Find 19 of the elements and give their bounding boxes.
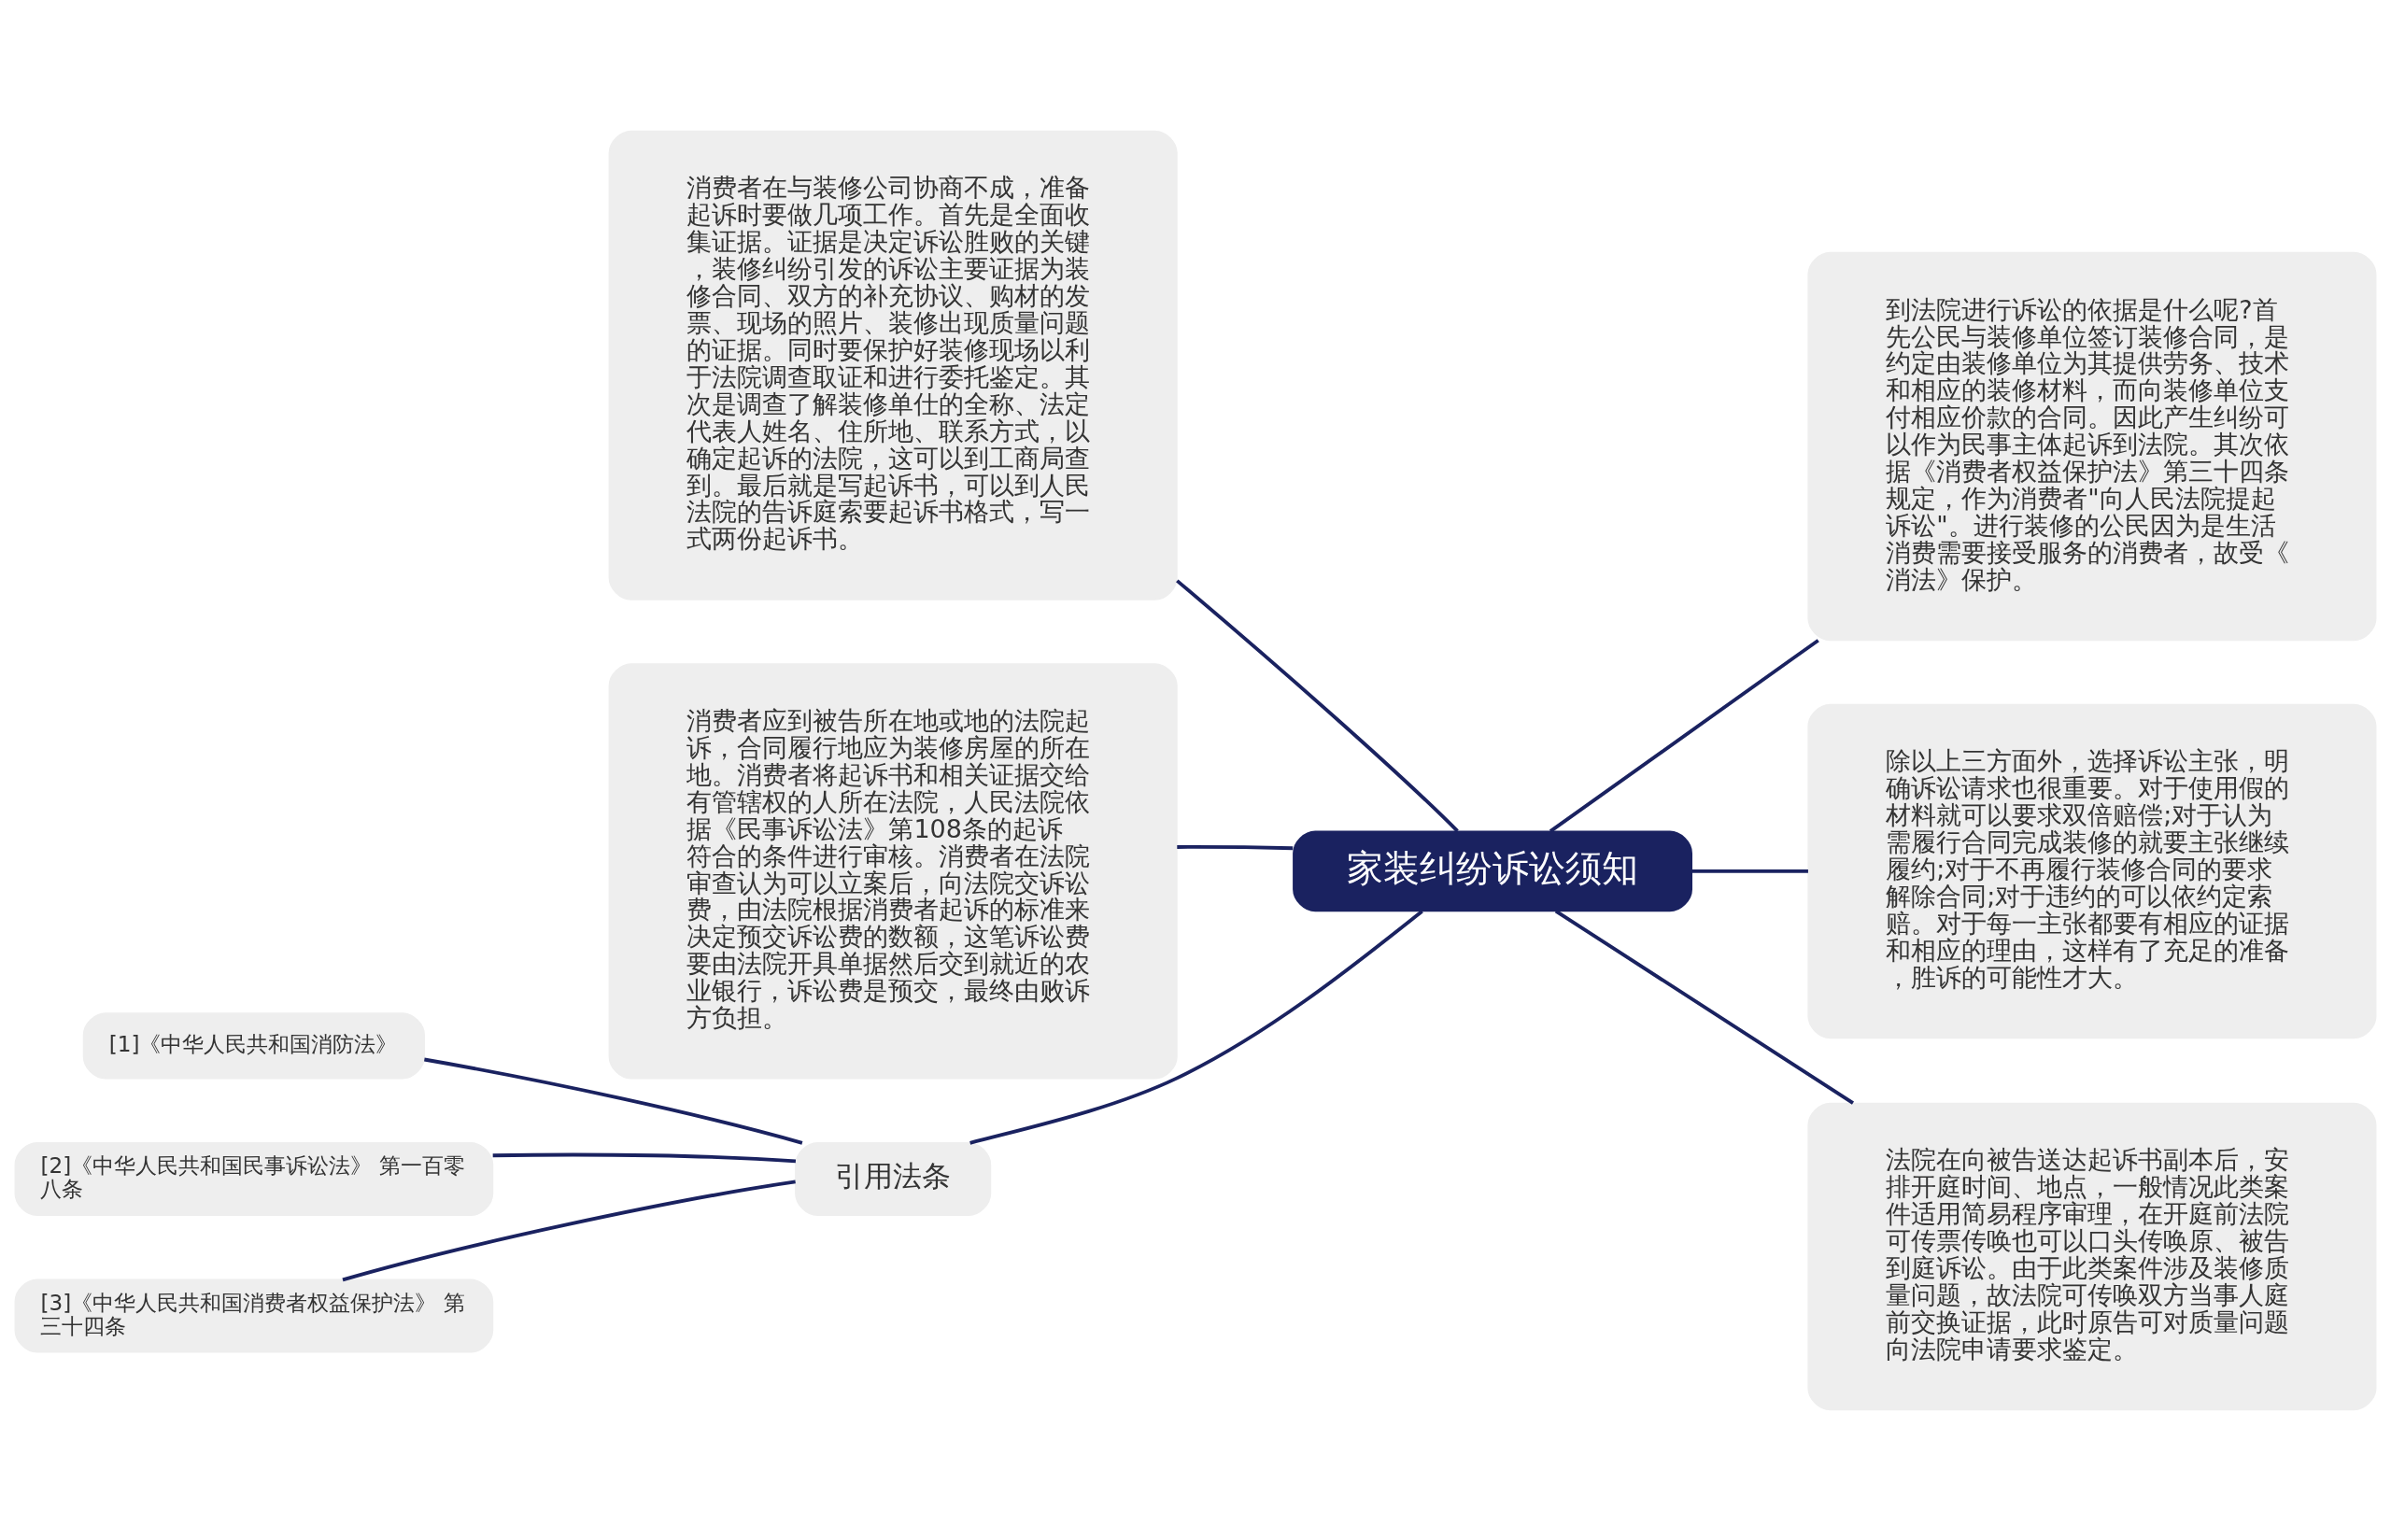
- node-box: [2]《中华人民共和国民事诉讼法》 第一百零八条: [14, 1141, 494, 1216]
- connector: [1549, 638, 1819, 833]
- node-box: 消费者应到被告所在地或地的法院起诉，合同履行地应为装修房屋的所在地。消费者将起诉书和相关证据交给有管辖权的人所在法院，人民法院依据《民事诉讼法》第108条的起诉符合的条件进行审核。消费者在法院审查认为可以立案后，向法院交诉讼费，由法院根据消费者起诉的标准来决定预交诉讼费的数额，这笔诉讼费要由法院开具单据然后交到就近的农业银行，诉讼费是预交，最终由败诉方负担。: [608, 662, 1178, 1080]
- node-box: 家装纠纷诉讼须知: [1293, 830, 1692, 911]
- connector: [1176, 578, 1459, 832]
- connector: [342, 1180, 796, 1281]
- node-box: [3]《中华人民共和国消费者权益保护法》 第三十四条: [14, 1279, 494, 1353]
- node-box: [1]《中华人民共和国消防法》: [82, 1011, 425, 1080]
- connector: [969, 909, 1423, 1145]
- node-box: 法院在向被告送达起诉书副本后，安排开庭时间、地点，一般情况此类案件适用简易程序审理，在开庭前法院可传票传唤也可以口头传唤原、被告到庭诉讼。由于此类案件涉及装修质量问题，故法院可传唤双方当事人庭前交换证据，此时原告可对质量问题向法院申请要求鉴定。: [1807, 1102, 2377, 1410]
- node-box: 消费者在与装修公司协商不成，准备起诉时要做几项工作。首先是全面收集证据。证据是决定诉讼胜败的关键，装修纠纷引发的诉讼主要证据为装修合同、双方的补充协议、购材的发票、现场的照片、装修出现质量问题的证据。同时要保护好装修现场以利于法院调查取证和进行委托鉴定。其次是调查了解装修单仕的全称、法定代表人姓名、住所地、联系方式，以确定起诉的法院，这可以到工商局查到。最后就是写起诉书，可以到人民法院的告诉庭索要起诉书格式，写一式两份起诉书。: [608, 130, 1178, 600]
- connector: [1177, 844, 1294, 850]
- node-box: 引用法条: [795, 1141, 992, 1216]
- connector: [1691, 869, 1808, 873]
- connector: [492, 1152, 797, 1163]
- connector: [1554, 909, 1854, 1105]
- node-box: 到法院进行诉讼的依据是什么呢?首先公民与装修单位签订装修合同，是约定由装修单位为其提供劳务、技术和相应的装修材料，而向装修单位支付相应价款的合同。因此产生纠纷可以作为民事主体起诉到法院。其次依据《消费者权益保护法》第三十四条规定，作为消费者"向人民法院提起诉讼"。进行装修的公民因为是生活消费需要接受服务的消费者，故受《消法》保护。: [1807, 251, 2377, 641]
- node-box: 除以上三方面外，选择诉讼主张，明确诉讼请求也很重要。对于使用假的材料就可以要求双倍赔偿;对于认为需履行合同完成装修的就要主张继续履约;对于不再履行装修合同的要求解除合同;对于违约的可以依约定索赔。对于每一主张都要有相应的证据和相应的理由，这样有了充足的准备，胜诉的可能性才大。: [1807, 703, 2377, 1038]
- connector: [424, 1057, 803, 1145]
